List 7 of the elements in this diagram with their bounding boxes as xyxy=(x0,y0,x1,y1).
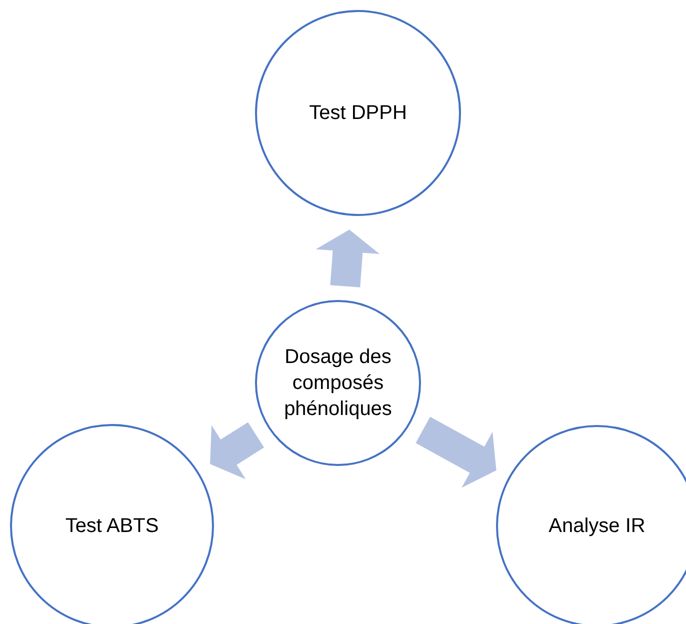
block-arrow xyxy=(416,416,496,488)
node-label: Analyse IR xyxy=(548,514,646,539)
node-label: Test DPPH xyxy=(309,101,407,126)
node-label: Dosage des composés phénoliques xyxy=(283,345,393,422)
node-label: Test ABTS xyxy=(65,514,159,539)
block-arrow xyxy=(210,422,264,480)
block-arrow xyxy=(316,230,380,288)
